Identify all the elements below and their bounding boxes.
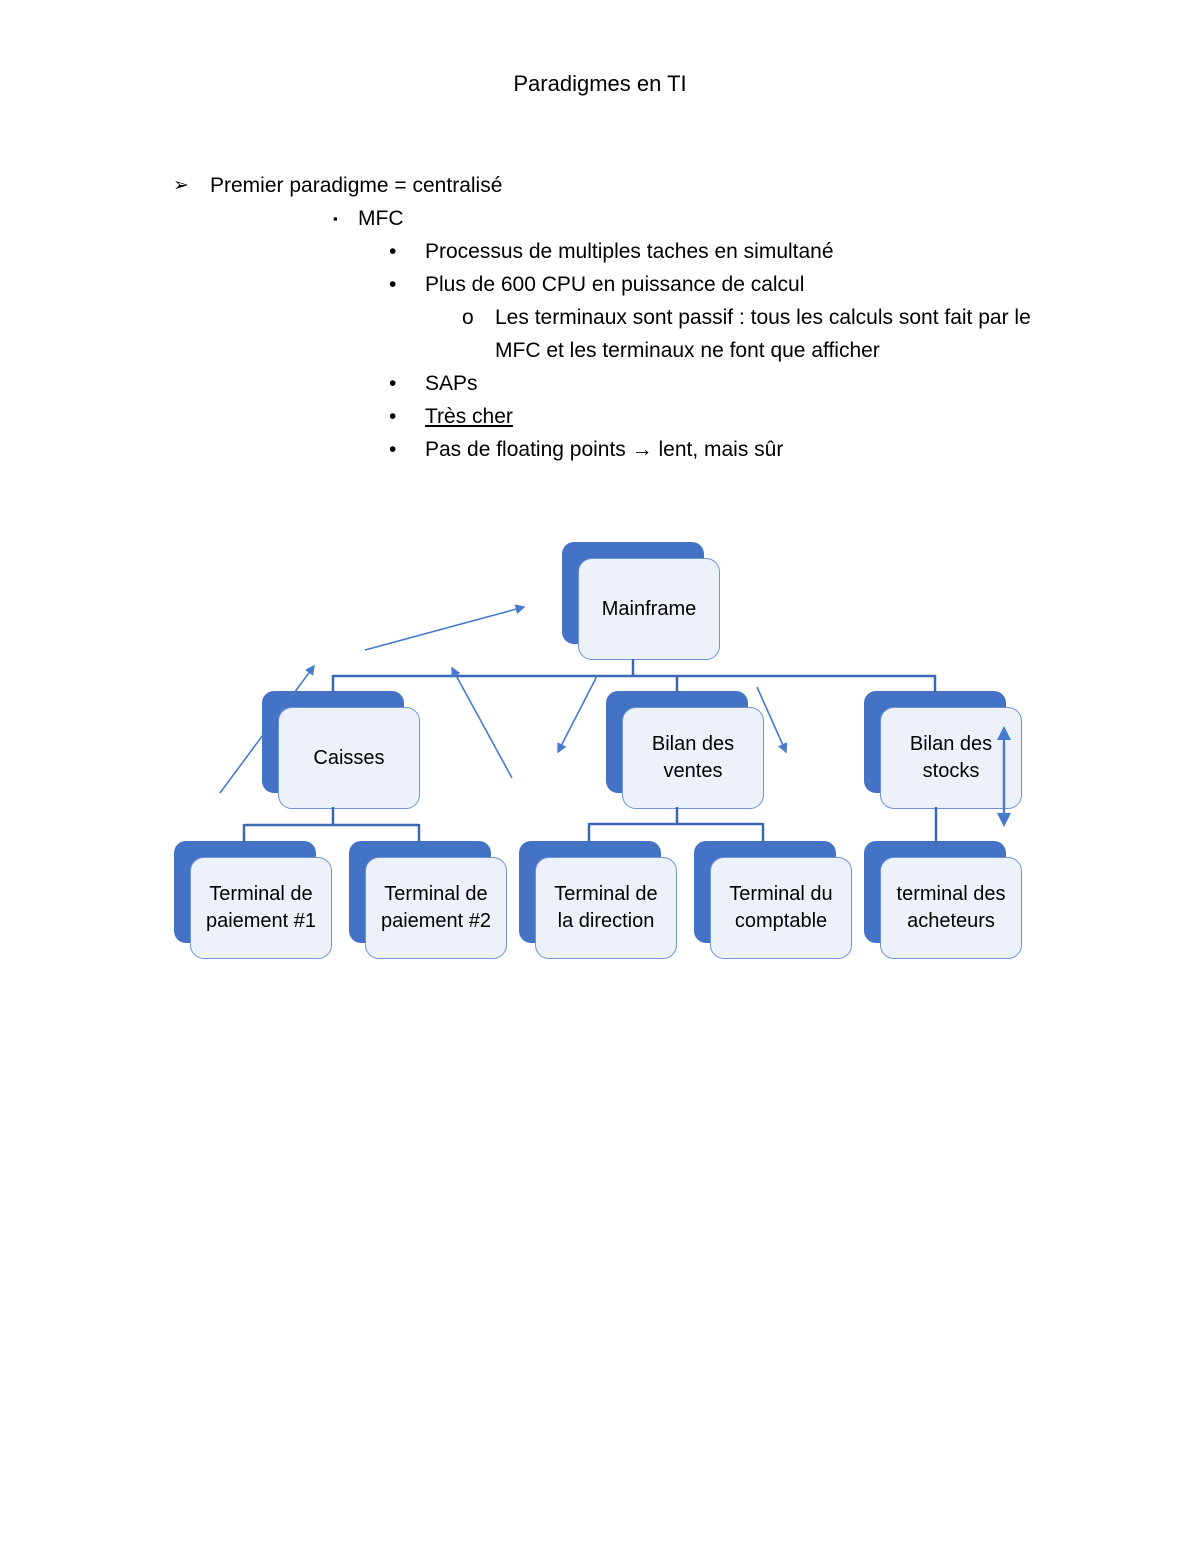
list-item: • Très cher [0,400,1100,433]
dot-bullet-icon: • [389,273,397,296]
node-terminal-paiement-2: Terminal de paiement #2 [349,841,507,959]
node-bilan-stocks-box: Bilan des stocks [880,707,1022,809]
list-item-text: Premier paradigme = centralisé [210,174,503,197]
node-label: Bilan des stocks [909,733,993,782]
node-caisses: Caisses [262,691,420,809]
node-terminal-comptable: Terminal du comptable [694,841,852,959]
node-shadow-layer [864,841,1006,943]
node-label: Terminal du comptable [729,883,833,932]
list-item: o Les terminaux sont passif : tous les c… [0,301,1100,367]
dot-bullet-icon: • [389,438,397,461]
list-item: • SAPs [0,367,1100,400]
arrow-up-center [451,666,513,779]
node-terminal-direction-box: Terminal de la direction [535,857,677,959]
node-terminal-acheteurs-box: terminal des acheteurs [880,857,1022,959]
node-label: terminal des acheteurs [896,883,1006,932]
arrow-down-left-ventes [557,675,598,754]
arrow-bullet-icon: ➢ [173,175,189,196]
node-bilan-ventes-box: Bilan des ventes [622,707,764,809]
node-caisses-box: Caisses [278,707,420,809]
node-label: Terminal de paiement #1 [205,883,317,932]
list-item: • Pas de floating points → lent, mais sû… [0,433,1100,466]
dot-bullet-icon: • [389,372,397,395]
page-title: Paradigmes en TI [513,71,687,96]
list-item-text: Très cher [425,405,513,428]
arrow-up-left-caisses [219,664,315,794]
node-label: Mainframe [601,597,697,620]
node-label: Terminal de paiement #2 [380,883,492,932]
node-terminal-paiement-2-box: Terminal de paiement #2 [365,857,507,959]
node-shadow-layer [606,691,748,793]
node-label: Caisses [313,746,385,769]
dot-bullet-icon: • [389,240,397,263]
arrow-to-mainframe [364,604,526,651]
node-terminal-paiement-1: Terminal de paiement #1 [174,841,332,959]
node-terminal-paiement-1-box: Terminal de paiement #1 [190,857,332,959]
list-item-text: MFC [358,207,404,230]
list-item-text: Pas de floating points → lent, mais sûr [425,438,784,461]
node-label: Terminal de la direction [554,883,658,932]
circle-bullet-icon: o [462,306,474,329]
list-item: ➢ Premier paradigme = centralisé [0,169,1100,202]
node-shadow-layer [562,542,704,644]
node-mainframe: Mainframe [562,542,720,660]
node-shadow-layer [262,691,404,793]
list-item: ▪ MFC [0,202,1100,235]
list-item-text: SAPs [425,372,478,395]
node-shadow-layer [519,841,661,943]
node-terminal-comptable-box: Terminal du comptable [710,857,852,959]
node-mainframe-box: Mainframe [578,558,720,660]
node-terminal-acheteurs: terminal des acheteurs [864,841,1022,959]
node-shadow-layer [174,841,316,943]
list-item-text: Processus de multiples taches en simulta… [425,240,834,263]
node-bilan-ventes: Bilan des ventes [606,691,764,809]
list-item: • Plus de 600 CPU en puissance de calcul [0,268,1100,301]
arrow-down-right-ventes [756,686,788,754]
square-bullet-icon: ▪ [333,211,338,226]
list-item: • Processus de multiples taches en simul… [0,235,1100,268]
node-shadow-layer [694,841,836,943]
dot-bullet-icon: • [389,405,397,428]
outline-list: ➢ Premier paradigme = centralisé ▪ MFC •… [0,169,1100,466]
node-shadow-layer [864,691,1006,793]
list-item-text: Plus de 600 CPU en puissance de calcul [425,273,805,296]
node-bilan-stocks: Bilan des stocks [864,691,1022,809]
list-item-text: Les terminaux sont passif : tous les cal… [495,306,1031,362]
node-terminal-direction: Terminal de la direction [519,841,677,959]
node-shadow-layer [349,841,491,943]
node-label: Bilan des ventes [651,733,735,782]
